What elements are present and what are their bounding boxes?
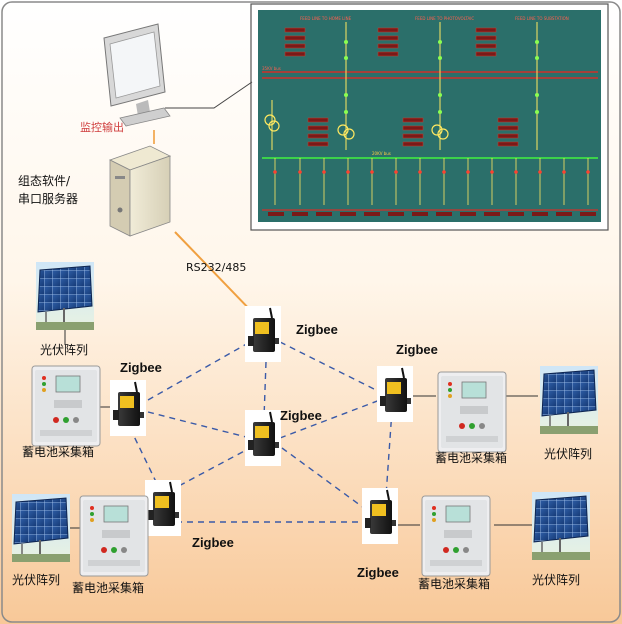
- battery-box-3: [79, 495, 149, 577]
- battery-box-label-4: 蓄电池采集箱: [418, 576, 490, 591]
- pv-array-2: [539, 365, 599, 435]
- zigbee-modem-1: [244, 305, 282, 363]
- zigbee-modem-3: [376, 365, 414, 423]
- scada-screen: FEED LINE TO HOME LINE FEED LINE TO PHOT…: [250, 3, 609, 231]
- feeder-1-label: FEED LINE TO HOME LINE: [300, 16, 352, 21]
- monitor-icon: [103, 23, 171, 127]
- battery-box-2: [437, 371, 507, 453]
- zigbee-label-4: Zigbee: [280, 408, 322, 423]
- pv-array-1: [35, 261, 95, 331]
- battery-box-1: [31, 365, 101, 447]
- bus-bottom-label: 20KV bus: [372, 151, 391, 156]
- zigbee-label-5: Zigbee: [192, 535, 234, 550]
- zigbee-modem-5: [144, 479, 182, 537]
- feeder-2-label: FEED LINE TO PHOTOVOLTAIC: [415, 16, 474, 21]
- zigbee-label-1: Zigbee: [296, 322, 338, 337]
- battery-box-4: [421, 495, 491, 577]
- software-label-line1: 组态软件/: [18, 174, 71, 188]
- battery-box-label-2: 蓄电池采集箱: [435, 450, 507, 465]
- pv-array-label-2: 光伏阵列: [544, 447, 592, 461]
- server-icon: [108, 145, 172, 237]
- battery-box-label-3: 蓄电池采集箱: [72, 580, 144, 595]
- software-label-line2: 串口服务器: [18, 191, 78, 206]
- zigbee-label-6: Zigbee: [357, 565, 399, 580]
- monitor-output-label: 监控输出: [80, 120, 124, 134]
- zigbee-modem-4: [244, 409, 282, 467]
- pv-array-3: [11, 493, 71, 563]
- pv-array-4: [531, 491, 591, 561]
- bus-top-label: 35KV bus: [262, 66, 281, 71]
- zigbee-modem-6: [361, 487, 399, 545]
- zigbee-label-3: Zigbee: [396, 342, 438, 357]
- zigbee-label-2: Zigbee: [120, 360, 162, 375]
- pv-array-label-4: 光伏阵列: [532, 573, 580, 587]
- pv-array-label-1: 光伏阵列: [40, 343, 88, 357]
- device-links: [64, 328, 538, 529]
- pv-array-label-3: 光伏阵列: [12, 573, 60, 587]
- rs232-link: [174, 231, 259, 319]
- battery-box-label-1: 蓄电池采集箱: [22, 444, 94, 459]
- rs232-label: RS232/485: [186, 261, 246, 274]
- monitor-link: [165, 81, 253, 109]
- zigbee-modem-2: [109, 379, 147, 437]
- feeder-3-label: FEED LINE TO SUBSTATION: [515, 16, 569, 21]
